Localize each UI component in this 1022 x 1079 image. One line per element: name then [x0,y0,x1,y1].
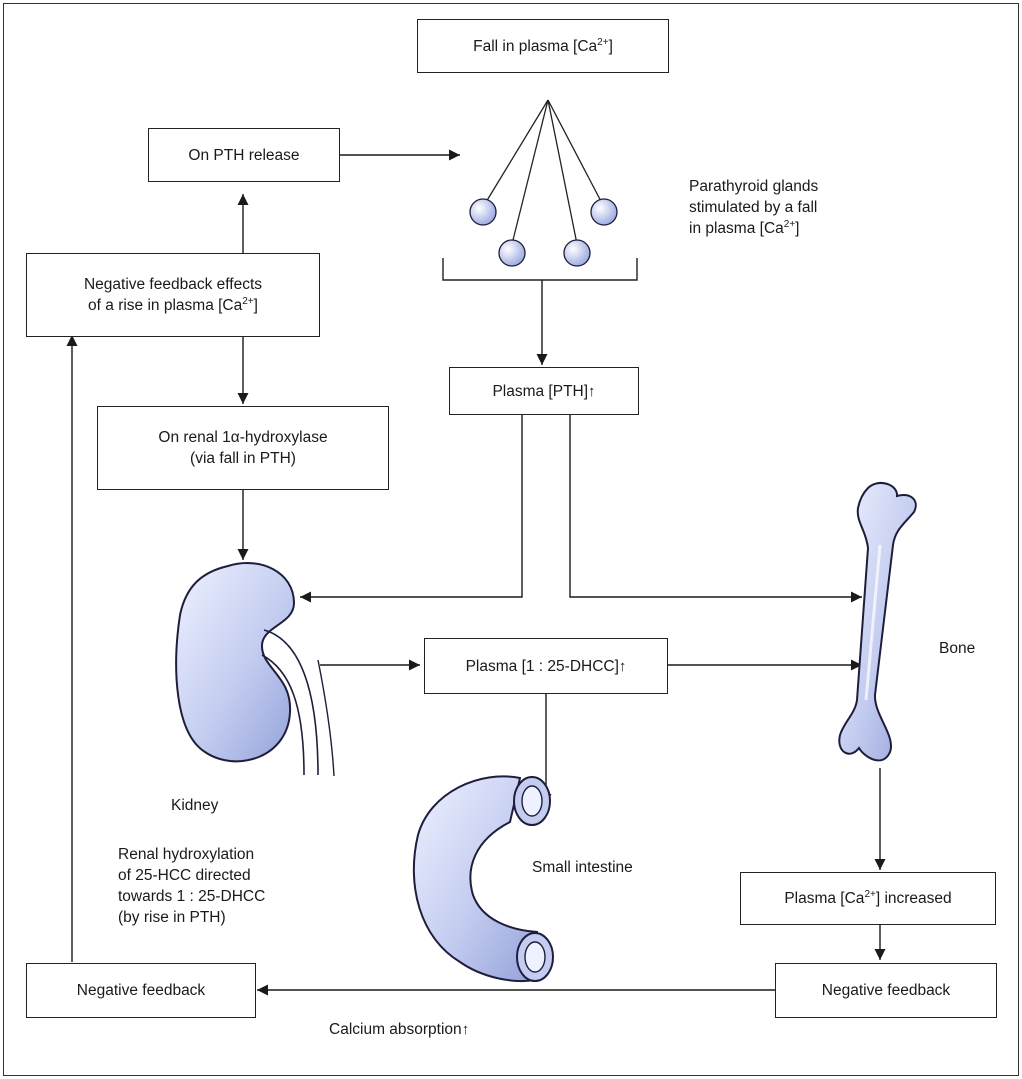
parathyroid-glands-icon [442,99,638,281]
negative-feedback-effects-box: Negative feedback effects of a rise in p… [26,253,320,337]
negative-feedback-left-box: Negative feedback [26,963,256,1018]
negative-feedback-right-box: Negative feedback [775,963,997,1018]
plasma-ca-increased-box: Plasma [Ca2+] increased [740,872,996,925]
renal-hydroxylation-label: Renal hydroxylation of 25-HCC directed t… [118,846,266,926]
small-intestine-icon [412,775,554,982]
kidney-label: Kidney [171,797,219,814]
pth-release-box: On PTH release [148,128,340,182]
renal-hydroxylase-box: On renal 1α-hydroxylase (via fall in PTH… [97,406,389,490]
up-arrow-icon: ↑ [588,382,596,400]
kidney-icon [175,562,335,777]
fall-in-plasma-ca-box: Fall in plasma [Ca2+] [417,19,669,73]
plasma-dhcc-box: Plasma [1 : 25-DHCC]↑ [424,638,668,694]
bone-icon [838,481,917,762]
arrow-plasma-pth-to-bone [569,414,862,603]
up-arrow-icon: ↑ [461,1021,470,1038]
up-arrow-icon: ↑ [618,657,627,675]
diagram-frame [3,3,1019,1076]
calcium-absorption-label: Calcium absorption↑ [329,1021,470,1038]
bone-label: Bone [939,640,976,657]
arrow-plasma-pth-to-kidney [300,414,523,603]
plasma-pth-box: Plasma [PTH]↑ [449,367,639,415]
parathyroid-label: Parathyroid glands stimulated by a fall … [689,178,819,237]
small-intestine-label: Small intestine [532,859,633,876]
